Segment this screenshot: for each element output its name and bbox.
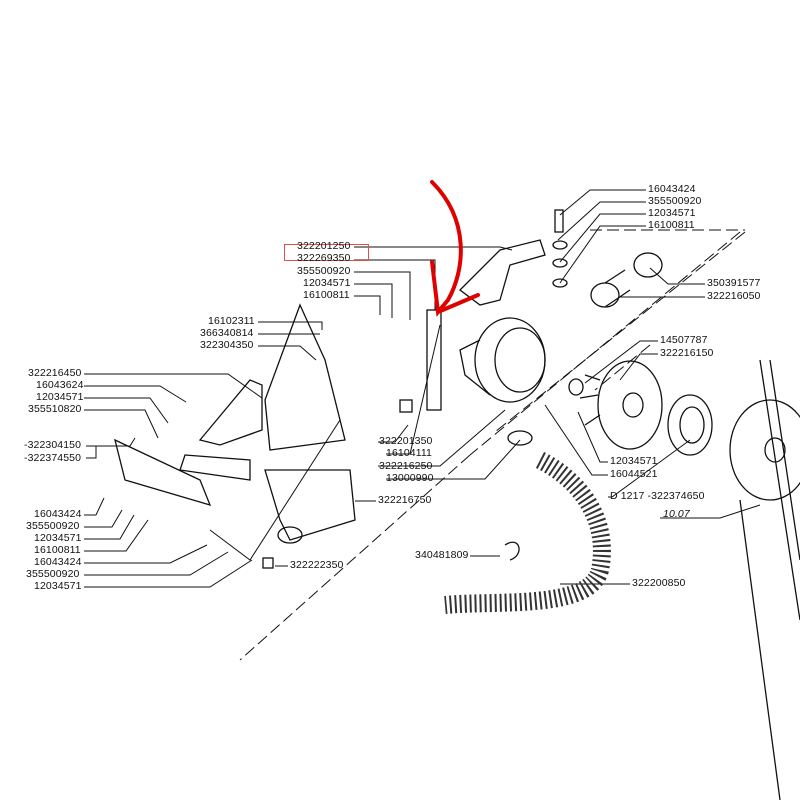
part-label: 322269350 (297, 252, 351, 264)
hose-ring (507, 430, 533, 446)
part-label: 322201250 (297, 240, 351, 252)
part-label: 12034571 (34, 580, 82, 592)
part-label: D 1217 -322374650 (610, 490, 705, 502)
part-label: 16100811 (303, 289, 350, 301)
part-label: 16043424 (34, 508, 82, 520)
part-label: 16100811 (34, 544, 81, 556)
part-label: 322201350 (379, 435, 433, 447)
part-label: -322304150 (24, 439, 82, 451)
circlip (504, 541, 520, 561)
cage (264, 303, 346, 451)
part-label: 16100811 (648, 219, 695, 231)
part-label: 322216250 (379, 460, 433, 472)
fan-nut (568, 378, 584, 396)
bolt (554, 209, 564, 233)
part-label: -322374550 (24, 452, 82, 464)
part-label: 16043624 (36, 379, 84, 391)
part-label: 322216050 (707, 290, 761, 302)
u-clip (399, 399, 413, 413)
part-label: 366340814 (200, 327, 254, 339)
long-hose (444, 451, 611, 614)
part-label: 12034571 (303, 277, 351, 289)
part-label: 13000990 (386, 472, 434, 484)
channel-bracket (114, 438, 212, 507)
short-hose (590, 282, 620, 308)
part-label: 322216750 (378, 494, 432, 506)
part-label: 12034571 (36, 391, 84, 403)
hose-clamp (633, 252, 663, 278)
part-label: 350391577 (707, 277, 761, 289)
part-label: 355500920 (26, 520, 80, 532)
part-label: 16044521 (610, 468, 658, 480)
vertical-bracket (426, 309, 442, 411)
part-label: 14507787 (660, 334, 708, 346)
fan (597, 360, 663, 450)
reference-label: 10.07 (663, 508, 690, 520)
part-label: 16043424 (34, 556, 82, 568)
part-label: 16102311 (208, 315, 255, 327)
part-label: 355500920 (648, 195, 702, 207)
part-label: 340481809 (415, 549, 469, 561)
highlight-box (284, 244, 369, 261)
part-label: 322216150 (660, 347, 714, 359)
leader-lines (84, 189, 761, 588)
part-label: 12034571 (34, 532, 82, 544)
part-label: 355500920 (26, 568, 80, 580)
part-label: 322222350 (290, 559, 344, 571)
spacer (667, 394, 713, 456)
parts (114, 209, 800, 800)
upper-bracket (459, 239, 546, 306)
red-arrow (430, 180, 480, 317)
part-label: 355510820 (28, 403, 82, 415)
part-label: 355500920 (297, 265, 351, 277)
support-bracket (179, 379, 263, 481)
part-label: 12034571 (610, 455, 658, 467)
part-label: 12034571 (648, 207, 696, 219)
nut (262, 557, 274, 569)
part-label: 16043424 (648, 183, 696, 195)
part-label: 322216450 (28, 367, 82, 379)
part-label: 322200850 (632, 577, 686, 589)
dashed-axes (239, 229, 746, 661)
part-label: 16104111 (386, 447, 432, 459)
duct (264, 469, 356, 541)
part-label: 322304350 (200, 339, 254, 351)
pulley (729, 399, 800, 501)
